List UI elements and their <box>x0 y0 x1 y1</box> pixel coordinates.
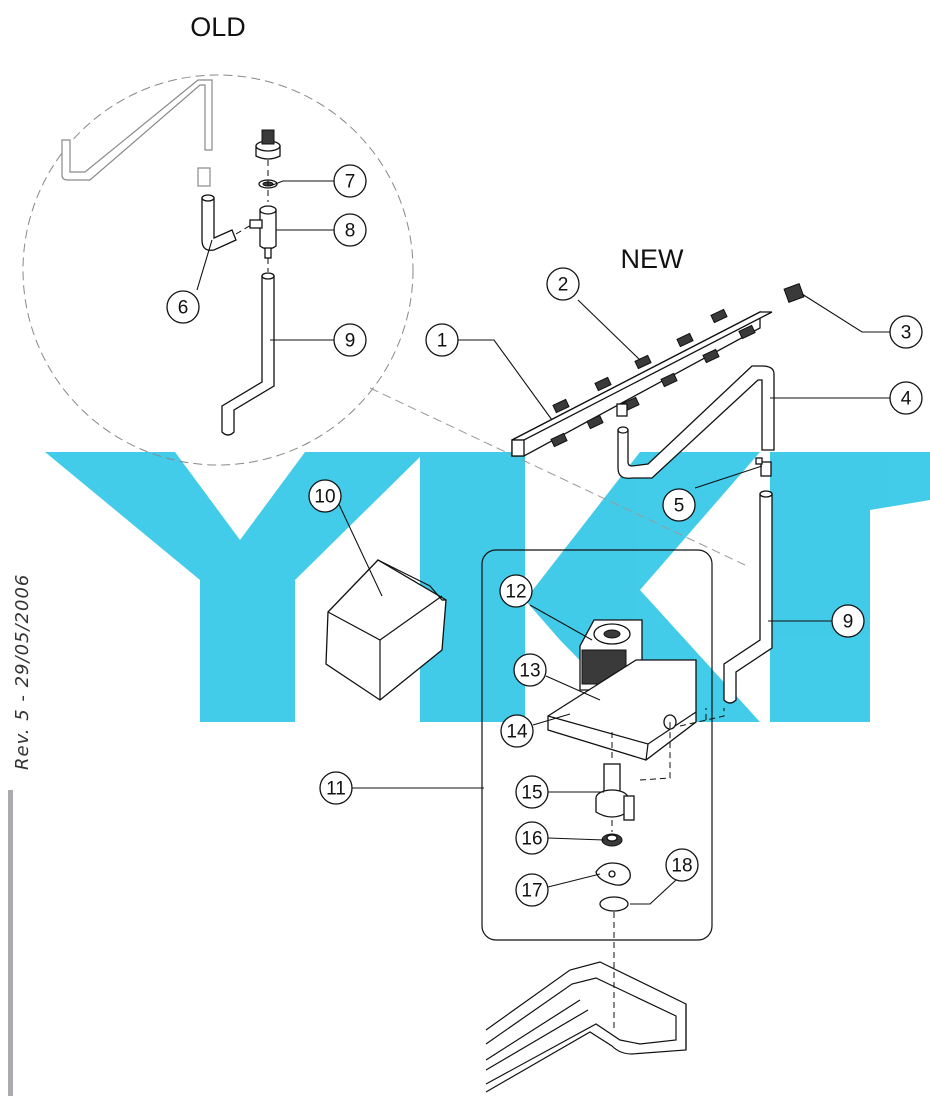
part-2-nozzles <box>550 308 756 448</box>
leader-lines <box>196 180 890 905</box>
callout-6: 6 <box>166 290 200 324</box>
svg-text:13: 13 <box>519 661 540 682</box>
svg-text:7: 7 <box>345 172 356 193</box>
callout-8: 8 <box>333 213 367 247</box>
svg-text:15: 15 <box>521 783 542 804</box>
part-10-cover <box>325 559 447 701</box>
part-6-elbow <box>201 194 237 251</box>
callout-17: 17 <box>515 873 549 907</box>
old-overflow-pipe <box>61 79 213 187</box>
svg-text:12: 12 <box>505 582 526 603</box>
callout-7: 7 <box>333 164 367 198</box>
watermark-logo <box>45 452 930 722</box>
svg-text:8: 8 <box>345 221 356 242</box>
svg-text:16: 16 <box>521 829 542 850</box>
svg-text:1: 1 <box>437 331 448 352</box>
svg-text:6: 6 <box>178 298 189 319</box>
callout-18: 18 <box>665 848 699 882</box>
callout-10: 10 <box>308 479 342 513</box>
part-4-pipe <box>616 365 775 479</box>
svg-text:10: 10 <box>314 487 335 508</box>
part-18-washer <box>599 896 629 912</box>
tank-corner <box>485 961 687 1093</box>
callout-3: 3 <box>889 315 923 349</box>
callout-9-old: 9 <box>333 323 367 357</box>
callout-1: 1 <box>425 323 459 357</box>
part-14-bracket <box>547 659 697 761</box>
callout-2: 2 <box>546 267 580 301</box>
revision-bar <box>8 790 13 1096</box>
callout-13: 13 <box>513 653 547 687</box>
old-detail-circle <box>22 74 414 466</box>
part-15-pump <box>595 763 635 821</box>
svg-text:4: 4 <box>901 389 912 410</box>
part-11-frame <box>481 549 713 941</box>
callout-9-new: 9 <box>831 604 865 638</box>
svg-text:14: 14 <box>506 722 528 743</box>
callout-16: 16 <box>515 821 549 855</box>
callout-11: 11 <box>319 771 353 805</box>
callout-12: 12 <box>499 574 533 608</box>
svg-text:11: 11 <box>326 779 346 800</box>
callout-5: 5 <box>662 488 696 522</box>
callout-4: 4 <box>889 381 923 415</box>
part-16-impeller <box>601 833 623 847</box>
old-heading: OLD <box>190 12 246 42</box>
callout-14: 14 <box>500 714 534 748</box>
part-7-cap <box>255 129 281 189</box>
callout-15: 15 <box>515 775 549 809</box>
part-8-tee <box>249 205 277 259</box>
svg-text:9: 9 <box>345 331 356 352</box>
svg-text:9: 9 <box>843 612 854 633</box>
part-3-clip <box>783 283 805 303</box>
part-9-new-pipe <box>723 490 773 704</box>
part-5-connector <box>755 457 772 477</box>
part-1-spray-bar <box>511 310 773 457</box>
svg-text:18: 18 <box>671 856 692 877</box>
part-9-old-pipe <box>221 272 275 436</box>
svg-text:5: 5 <box>674 496 685 517</box>
svg-text:3: 3 <box>901 323 912 344</box>
part-17-base <box>595 862 631 886</box>
svg-text:17: 17 <box>521 881 542 902</box>
svg-text:2: 2 <box>558 275 569 296</box>
revision-label: Rev. 5 - 29/05/2006 <box>12 574 33 770</box>
new-heading: NEW <box>621 244 685 274</box>
